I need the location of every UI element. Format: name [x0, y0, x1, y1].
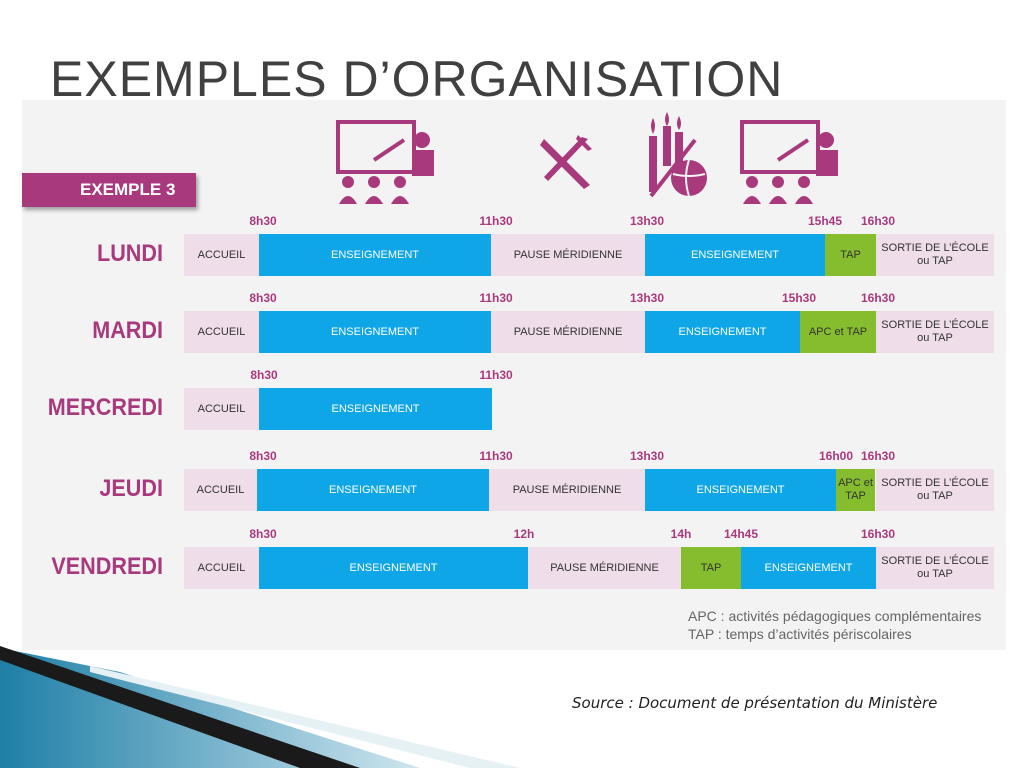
- fork-knife-icon: [540, 135, 592, 189]
- time-marker: 16h30: [860, 291, 896, 305]
- time-marker: 12h: [513, 527, 535, 541]
- segment-pink: PAUSE MÉRIDIENNE: [491, 234, 645, 276]
- segment-green: APC et TAP: [836, 469, 875, 511]
- segment-pink: SORTIE DE L’ÉCOLE ou TAP: [876, 469, 994, 511]
- time-marker: 16h30: [860, 449, 896, 463]
- segment-pink: PAUSE MÉRIDIENNE: [528, 547, 681, 589]
- segment-pink: PAUSE MÉRIDIENNE: [489, 469, 645, 511]
- segment-green: TAP: [681, 547, 741, 589]
- day-label: MERCREDI: [47, 394, 163, 421]
- time-marker: 13h30: [629, 214, 665, 228]
- segment-pink: ACCUEIL: [184, 234, 259, 276]
- time-marker: 13h30: [629, 291, 665, 305]
- time-marker: 13h30: [629, 449, 665, 463]
- source-note: Source : Document de présentation du Min…: [572, 694, 938, 712]
- segment-blue: ENSEIGNEMENT: [259, 388, 492, 430]
- segment-blue: ENSEIGNEMENT: [259, 311, 491, 353]
- segment-blue: ENSEIGNEMENT: [259, 234, 491, 276]
- segment-blue: ENSEIGNEMENT: [645, 469, 836, 511]
- segment-pink: ACCUEIL: [184, 469, 257, 511]
- time-marker: 11h30: [479, 214, 513, 228]
- time-marker: 8h30: [250, 368, 278, 382]
- segment-pink: SORTIE DE L’ÉCOLE ou TAP: [876, 547, 994, 589]
- time-marker: 15h30: [781, 291, 817, 305]
- day-label: LUNDI: [97, 240, 163, 267]
- segment-blue: ENSEIGNEMENT: [645, 311, 800, 353]
- example-badge: EXEMPLE 3: [22, 173, 196, 207]
- time-marker: 16h30: [860, 214, 896, 228]
- day-label: JEUDI: [99, 475, 163, 502]
- time-marker: 11h30: [479, 368, 513, 382]
- time-marker: 16h30: [860, 527, 896, 541]
- segment-green: TAP: [825, 234, 876, 276]
- day-label: MARDI: [92, 317, 163, 344]
- segment-pink: ACCUEIL: [184, 388, 259, 430]
- segment-pink: SORTIE DE L’ÉCOLE ou TAP: [876, 234, 994, 276]
- arts-sports-icon: [649, 112, 707, 198]
- segment-blue: ENSEIGNEMENT: [257, 469, 489, 511]
- time-marker: 11h30: [479, 449, 513, 463]
- slide-title: EXEMPLES D’ORGANISATION: [50, 51, 784, 107]
- classroom-icon: [740, 120, 838, 204]
- time-marker: 8h30: [249, 214, 277, 228]
- segment-blue: ENSEIGNEMENT: [741, 547, 876, 589]
- segment-blue: ENSEIGNEMENT: [259, 547, 528, 589]
- time-marker: 15h45: [807, 214, 843, 228]
- legend-apc: APC : activités pédagogiques complémenta…: [688, 608, 982, 624]
- segment-pink: SORTIE DE L’ÉCOLE ou TAP: [876, 311, 994, 353]
- segment-pink: ACCUEIL: [184, 311, 259, 353]
- segment-green: APC et TAP: [800, 311, 876, 353]
- time-marker: 8h30: [249, 449, 277, 463]
- day-label: VENDREDI: [51, 553, 163, 580]
- time-marker: 16h00: [818, 449, 854, 463]
- time-marker: 8h30: [249, 527, 277, 541]
- time-marker: 14h45: [723, 527, 759, 541]
- segment-pink: PAUSE MÉRIDIENNE: [491, 311, 645, 353]
- legend-tap: TAP : temps d’activités périscolaires: [688, 626, 912, 642]
- classroom-icon: [336, 120, 434, 204]
- time-marker: 11h30: [479, 291, 513, 305]
- time-marker: 14h: [670, 527, 692, 541]
- time-marker: 8h30: [249, 291, 277, 305]
- segment-blue: ENSEIGNEMENT: [645, 234, 825, 276]
- segment-pink: ACCUEIL: [184, 547, 259, 589]
